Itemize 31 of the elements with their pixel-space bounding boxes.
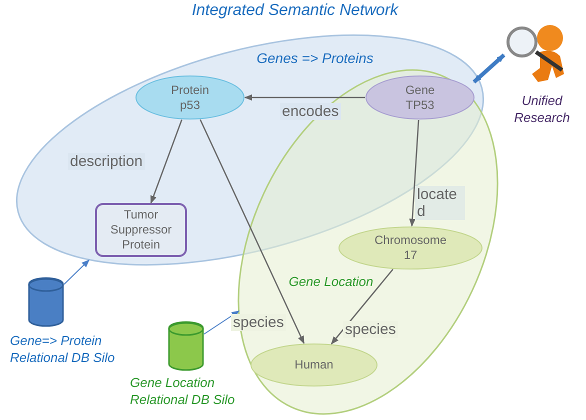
arrow	[204, 310, 240, 335]
edge-label: description	[68, 153, 145, 170]
node-label: Gene Location Relational DB Silo	[129, 374, 236, 408]
arrow	[150, 120, 182, 204]
database-icon	[168, 322, 204, 370]
node-label: Protein p53	[170, 82, 210, 112]
concept-ellipse	[250, 343, 378, 387]
diagram-title: Integrated Semantic Network	[190, 2, 400, 19]
arrow	[330, 268, 394, 344]
concept-ellipse	[338, 226, 483, 270]
node-label: Chromosome 17	[373, 233, 448, 263]
concept-ellipse	[135, 75, 245, 120]
group-title: Gene Location	[288, 273, 374, 290]
concept-ellipse	[365, 75, 475, 120]
node-label: Unified Research	[513, 92, 571, 126]
arrow	[64, 259, 90, 285]
node-label: Gene TP53	[404, 82, 436, 112]
arrow	[244, 94, 365, 101]
arrow	[409, 120, 420, 227]
arrow	[472, 54, 506, 84]
edge-label: species	[231, 314, 286, 331]
group-title: Genes => Proteins	[256, 50, 374, 67]
arrow	[200, 119, 305, 344]
concept-box	[95, 203, 187, 257]
database-icon	[28, 278, 64, 326]
node-label: Human	[294, 358, 334, 372]
edge-label: located	[415, 186, 465, 220]
node-label: Gene=> Protein Relational DB Silo	[9, 332, 116, 366]
edge-label: encodes	[280, 103, 341, 120]
edge-label: species	[343, 321, 398, 338]
node-label: Tumor Suppressor Protein	[109, 208, 173, 252]
